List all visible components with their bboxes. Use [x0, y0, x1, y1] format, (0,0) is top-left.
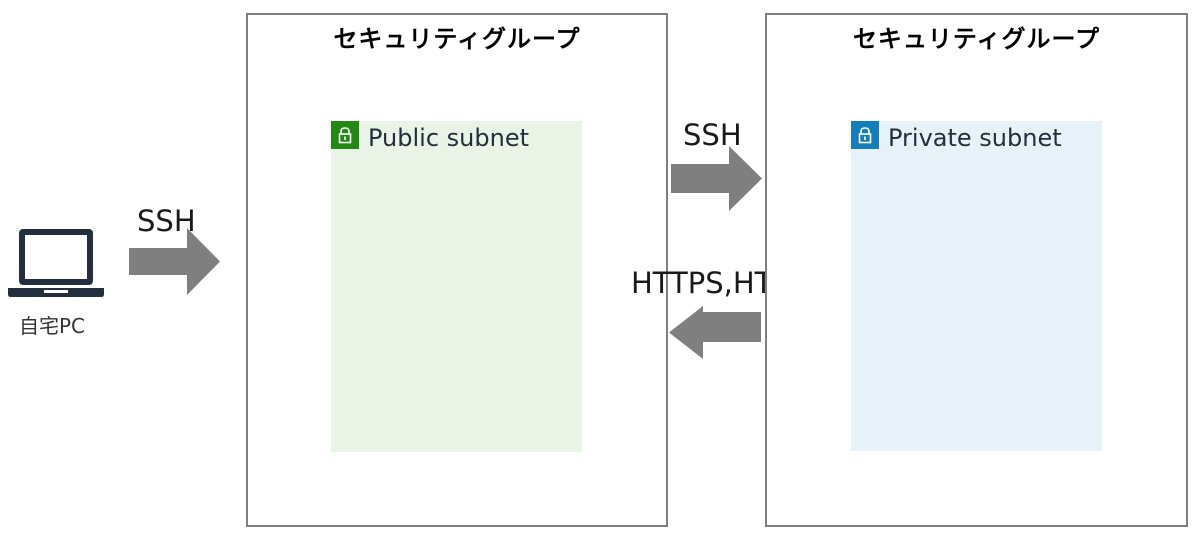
public-subnet: Public subnet	[331, 121, 582, 452]
private-subnet-label: Private subnet	[888, 124, 1062, 152]
ssh-label-public-to-private: SSH	[683, 118, 742, 152]
lock-icon	[851, 121, 879, 149]
arrow-right-public-to-private	[671, 146, 762, 211]
arrow-right-pc-to-public	[129, 228, 220, 295]
security-group-title: セキュリティグループ	[852, 25, 1101, 53]
public-subnet-label: Public subnet	[368, 124, 529, 152]
security-group-title: セキュリティグループ	[333, 25, 581, 53]
public-subnet-header: Public subnet	[331, 121, 529, 152]
arrow-left-private-to-public	[669, 306, 761, 359]
laptop-icon	[8, 229, 104, 297]
private-subnet-header: Private subnet	[851, 121, 1062, 152]
home-pc: 自宅PC	[4, 226, 108, 338]
private-subnet: Private subnet	[851, 121, 1102, 451]
ssh-label-pc-to-public: SSH	[137, 204, 196, 238]
lock-icon	[331, 121, 359, 149]
home-pc-label: 自宅PC	[19, 314, 86, 338]
